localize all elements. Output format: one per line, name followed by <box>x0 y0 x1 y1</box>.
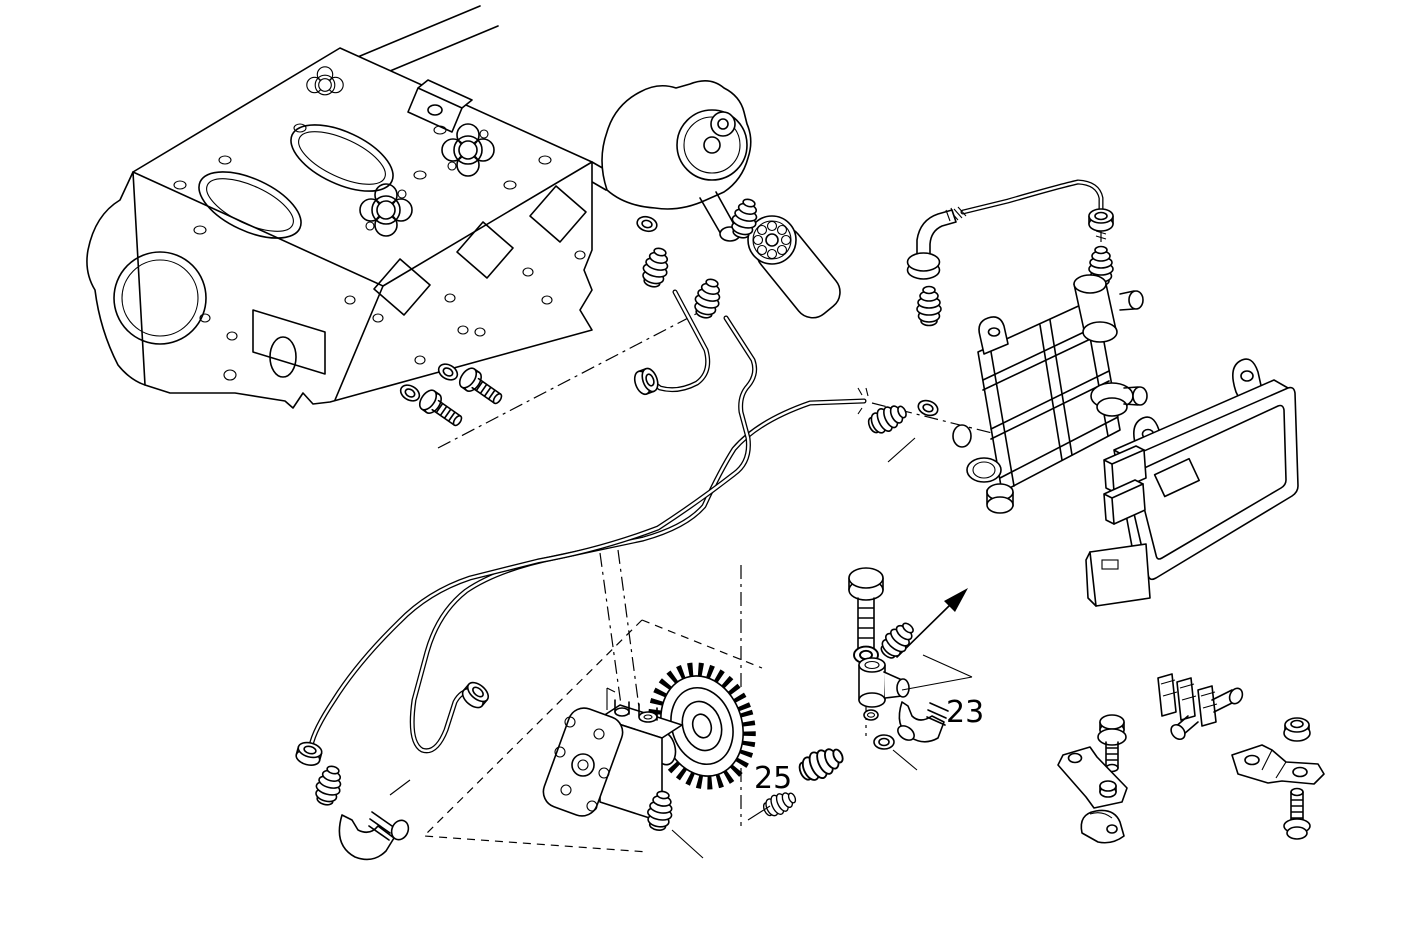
camshaft-bore <box>113 251 207 345</box>
injector-pad <box>441 123 495 177</box>
saddle-clamp <box>1080 809 1125 844</box>
flange-bolt-holes <box>554 716 610 812</box>
fuel-filter-cartridge <box>747 215 841 319</box>
fuel-filter-head <box>601 80 752 242</box>
overflow-valve-assembly <box>848 567 973 771</box>
z-bracket <box>1057 746 1128 809</box>
mounting-hardware <box>1057 673 1325 844</box>
bolt <box>1097 714 1127 773</box>
fuel-cooler-frame <box>952 274 1148 514</box>
injector-pad <box>306 66 344 96</box>
ecu-module <box>1085 358 1299 607</box>
flange-nut <box>1283 717 1311 742</box>
leader-line <box>671 829 704 859</box>
bolt <box>1283 787 1311 840</box>
leader-line <box>901 654 973 691</box>
pipe-nut <box>1088 208 1114 232</box>
inlet-elbow-fitting <box>906 207 957 280</box>
cylinder-head <box>86 5 607 409</box>
pipe-clamp-block <box>1157 673 1244 741</box>
injector-pad <box>359 183 413 237</box>
bolt-holes-top <box>173 123 552 235</box>
filter-bolt-circle <box>752 220 792 260</box>
callout-label-23: 23 <box>946 695 984 730</box>
leader-line <box>747 805 771 821</box>
z-bracket <box>1231 744 1325 785</box>
return-elbow-assembly <box>311 762 411 861</box>
leader-line <box>887 437 916 463</box>
elbow-fitting-23 <box>897 701 949 743</box>
direction-arrow-head <box>944 588 968 612</box>
fuel-pump <box>542 662 756 823</box>
exhaust-ports <box>373 185 587 316</box>
callout-label-25: 25 <box>754 761 792 796</box>
